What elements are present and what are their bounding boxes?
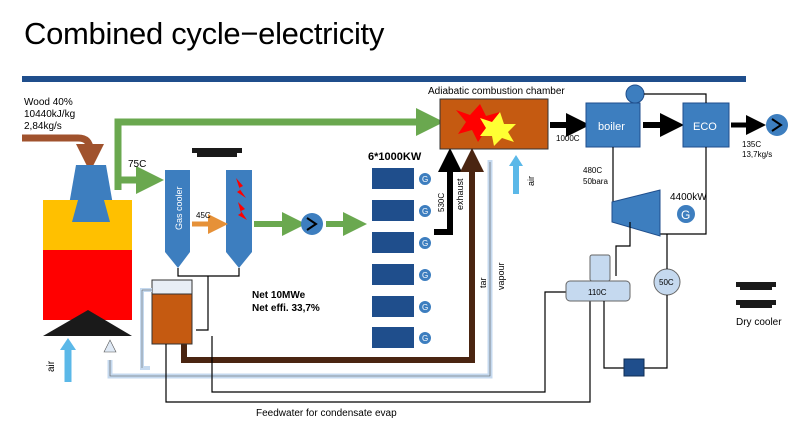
- chamber-outlet-temp-label: 1000C: [556, 134, 580, 143]
- tar-pipe: [181, 148, 484, 363]
- cooler-cover-1: [192, 148, 242, 153]
- engine-generator-icon: [418, 300, 432, 314]
- engine-generator-icon: [418, 204, 432, 218]
- engine-generator-letter: G: [422, 303, 428, 312]
- stack-flow-label: 13,7kg/s: [742, 150, 772, 159]
- return-line: [211, 291, 578, 393]
- flue-gas-fan: [766, 114, 788, 136]
- tank-temp-label: 50C: [659, 278, 674, 287]
- gas-to-chamber-pipe: [114, 108, 444, 190]
- wood-label-line1: Wood 40%: [24, 97, 73, 108]
- engine-unit-5: G: [372, 296, 432, 317]
- engine-generator-icon: [418, 331, 432, 345]
- turbine-generator-letter: G: [681, 208, 690, 222]
- engine-generator-letter: G: [422, 271, 428, 280]
- evap-recirc-line: [140, 288, 152, 370]
- net-efficiency-label: Net effi. 33,7%: [252, 303, 320, 314]
- stack-temp-label: 135C: [742, 140, 761, 149]
- exhaust-pipe: [434, 148, 462, 235]
- temp-45-label: 45C: [196, 211, 211, 220]
- eco-label: ECO: [693, 121, 717, 133]
- turbine-power-label: 4400kW: [670, 192, 707, 203]
- gas-cooler-label: Gas cooler: [174, 186, 184, 230]
- condenser-110c: [565, 280, 631, 302]
- gasifier-hopper-overlay: [72, 200, 110, 222]
- flame-red: [456, 104, 502, 142]
- condenser-hotwell: [589, 254, 611, 282]
- air-gasifier-label: air: [46, 360, 57, 372]
- engine-unit-3: G: [372, 232, 432, 253]
- engine-generator-icon: [418, 172, 432, 186]
- filter-lightning-1: [236, 178, 246, 198]
- tar-label: tar: [478, 277, 488, 288]
- gas-blower-chevron: [306, 217, 318, 231]
- steam-turbine: [611, 189, 661, 237]
- tank-bottom-line: [644, 295, 668, 369]
- gasifier-red-zone: [43, 250, 132, 320]
- engine-generator-letter: G: [422, 175, 428, 184]
- turbine-exhaust-line: [615, 222, 631, 276]
- air-chamber-arrow: [513, 166, 519, 194]
- boiler-label: boiler: [598, 121, 625, 133]
- engine-unit-2: G: [372, 200, 432, 221]
- chamber-label: Adiabatic combustion chamber: [428, 86, 565, 97]
- engine-generator-letter: G: [422, 207, 428, 216]
- dry-cooler: [736, 282, 776, 308]
- steam-temp-label: 480C: [583, 166, 602, 175]
- steam-pressure-label: 50bara: [583, 177, 608, 186]
- evap-recirc-outline: [141, 289, 152, 368]
- engines-label: 6*1000KW: [368, 151, 422, 163]
- engine-generator-icon: [418, 236, 432, 250]
- engine-generator-letter: G: [422, 239, 428, 248]
- gas-filter-vessel: [226, 170, 252, 268]
- wood-label-line3: 2,84kg/s: [24, 121, 62, 132]
- condenser-pump-line: [603, 301, 624, 369]
- gas-temp-75-label: 75C: [128, 159, 146, 170]
- engine-unit-1: G: [372, 168, 432, 189]
- engine-unit-4: G: [372, 264, 432, 285]
- engine-generator-icon: [418, 268, 432, 282]
- exhaust-temp-label: 530C: [437, 193, 446, 212]
- condenser-temp-label: 110C: [588, 288, 607, 297]
- air-chamber-arrowhead: [509, 155, 523, 166]
- exhaust-label: exhaust: [455, 178, 465, 210]
- gas-cooler-vessel: [165, 170, 190, 268]
- air-gasifier-arrowhead: [60, 338, 76, 350]
- feedwater-label: Feedwater for condensate evap: [256, 408, 397, 419]
- air-chamber-label: air: [526, 176, 536, 186]
- header-divider: [22, 76, 746, 82]
- vapour-pipe-outline: [109, 162, 491, 377]
- vapour-pipe-arrowhead: [103, 339, 117, 353]
- gas-blower: [301, 213, 323, 235]
- net-power-label: Net 10MWe: [252, 290, 306, 301]
- turbine-generator-icon: [677, 205, 695, 223]
- eco-to-drum-line: [644, 93, 707, 103]
- cooler-to-tank-line: [196, 276, 209, 331]
- feedwater-line: [165, 300, 591, 403]
- flame-yellow: [480, 112, 516, 146]
- feedwater-to-eco-line: [660, 147, 707, 235]
- wood-label-line2: 10440kJ/kg: [24, 109, 75, 120]
- filter-lightning-2: [238, 202, 247, 220]
- engine-unit-6: G: [372, 327, 432, 348]
- cooler-drain-line: [177, 268, 240, 277]
- cooler-cover-2: [197, 153, 237, 157]
- evaporator-top: [151, 279, 193, 295]
- vapour-label: vapour: [496, 262, 506, 290]
- gasifier-grate: [43, 310, 132, 336]
- flue-gas-fan-chevron: [771, 118, 783, 132]
- boiler-drum: [625, 84, 645, 104]
- engine-generator-letter: G: [422, 334, 428, 343]
- economizer: [682, 102, 730, 148]
- slide-title: Combined cycle−electricity: [24, 16, 385, 51]
- dry-cooler-label: Dry cooler: [736, 317, 782, 328]
- condensate-pump: [623, 358, 645, 377]
- wood-feed-arrow: [22, 134, 104, 172]
